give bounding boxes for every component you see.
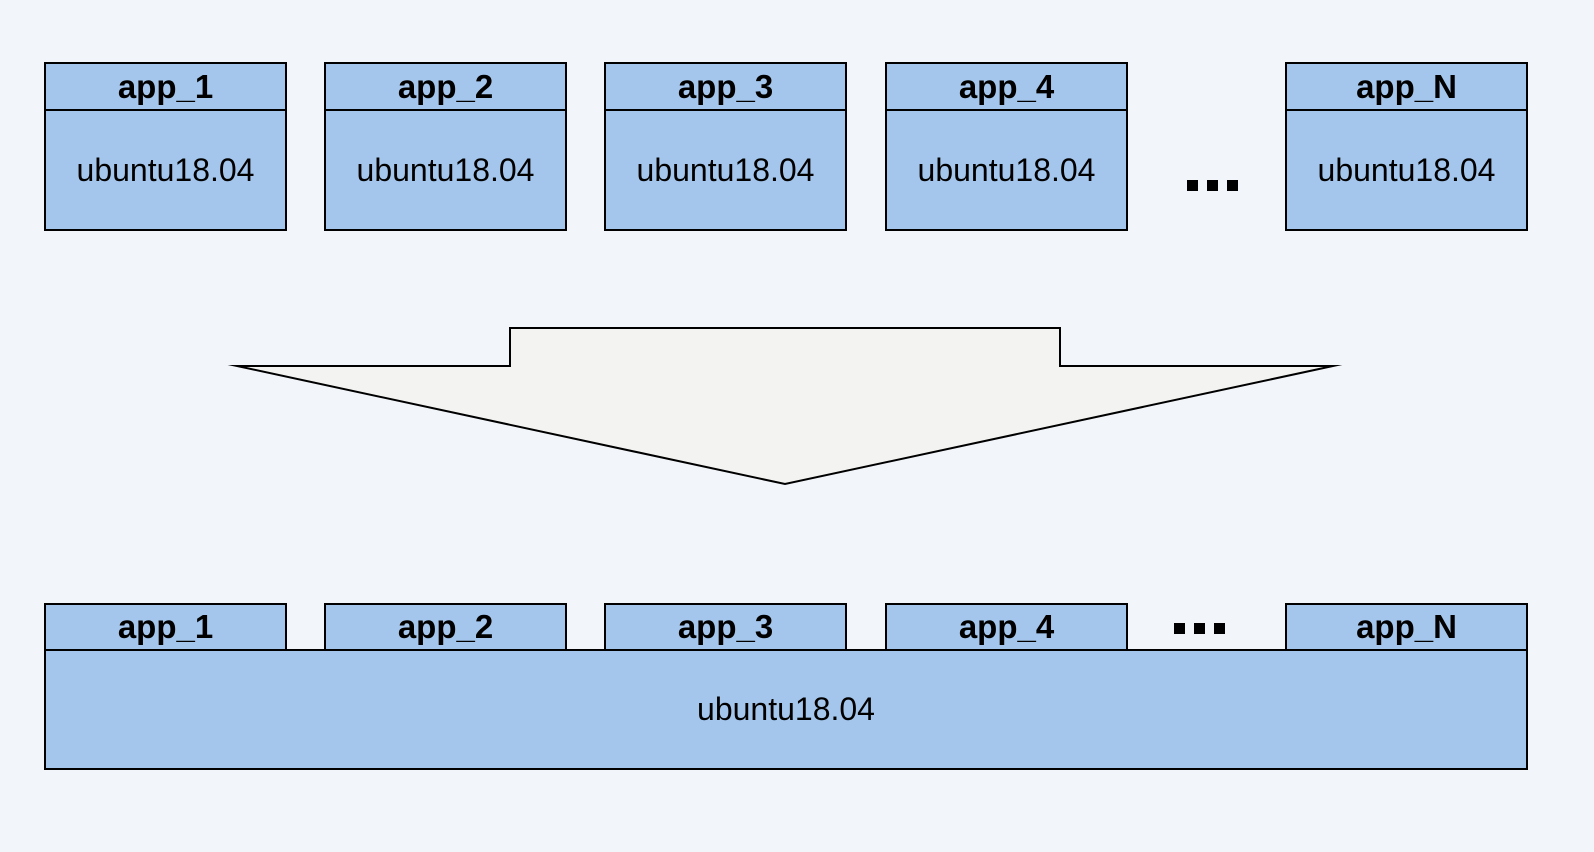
host-os-label: ubuntu18.04 <box>697 691 875 727</box>
vm-box-app-2-os-label: ubuntu18.04 <box>356 151 535 188</box>
app-tab-app-1-label: app_1 <box>117 608 214 645</box>
ellipsis-dot <box>1174 623 1185 634</box>
app-tab-app-n: app_N <box>1285 603 1528 649</box>
ellipsis-dot <box>1207 180 1218 191</box>
ellipsis-dot <box>1194 623 1205 634</box>
ellipsis-bottom <box>1174 623 1225 634</box>
app-tab-app-1: app_1 <box>44 603 287 649</box>
app-tab-app-4: app_4 <box>885 603 1128 649</box>
vm-box-app-1: app_1 ubuntu18.04 <box>44 62 287 231</box>
ellipsis-top <box>1187 180 1238 191</box>
vm-box-app-2-title: app_2 <box>326 64 565 111</box>
vm-box-app-3-title: app_3 <box>606 64 845 111</box>
vm-box-app-3: app_3 ubuntu18.04 <box>604 62 847 231</box>
app-tab-app-2: app_2 <box>324 603 567 649</box>
down-arrow-icon <box>227 327 1343 486</box>
vm-box-app-n: app_N ubuntu18.04 <box>1285 62 1528 231</box>
app-tab-app-4-label: app_4 <box>958 608 1055 645</box>
ellipsis-dot <box>1187 180 1198 191</box>
app-tab-app-n-label: app_N <box>1356 608 1457 645</box>
vm-box-app-4-os-label: ubuntu18.04 <box>917 151 1096 188</box>
app-tab-app-3-label: app_3 <box>677 608 774 645</box>
vm-box-app-1-os-label: ubuntu18.04 <box>76 151 255 188</box>
app-tab-app-3: app_3 <box>604 603 847 649</box>
ellipsis-dot <box>1227 180 1238 191</box>
vm-box-app-n-title: app_N <box>1287 64 1526 111</box>
vm-box-app-2: app_2 ubuntu18.04 <box>324 62 567 231</box>
vm-box-app-1-title: app_1 <box>46 64 285 111</box>
down-arrow-shape <box>227 327 1343 486</box>
vm-box-app-4-title: app_4 <box>887 64 1126 111</box>
host-os-box: ubuntu18.04 <box>44 649 1528 770</box>
vm-box-app-3-os-label: ubuntu18.04 <box>636 151 815 188</box>
app-tab-app-2-label: app_2 <box>397 608 494 645</box>
vm-box-app-n-os-label: ubuntu18.04 <box>1317 151 1496 188</box>
vm-box-app-4: app_4 ubuntu18.04 <box>885 62 1128 231</box>
ellipsis-dot <box>1214 623 1225 634</box>
